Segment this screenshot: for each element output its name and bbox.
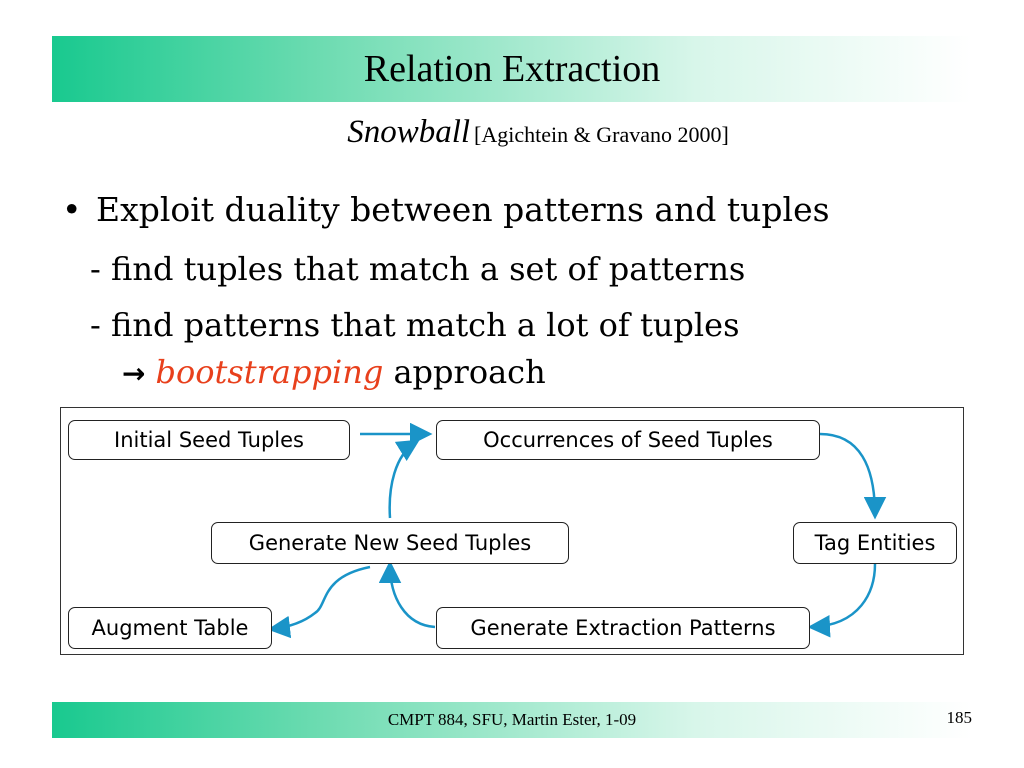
arrow-newseed-to-augment (267, 565, 371, 639)
node-generate-extraction-patterns: Generate Extraction Patterns (436, 607, 810, 649)
bullet-dot: • (62, 190, 82, 229)
arrow-newseed-to-occurrences (388, 439, 420, 519)
arrow-patterns-to-newseed (378, 560, 436, 629)
slide-title: Relation Extraction (363, 48, 661, 90)
arrow-tag-to-patterns (807, 563, 877, 638)
bullet-main: • Exploit duality between patterns and tu… (62, 188, 830, 232)
page-number: 185 (946, 708, 973, 727)
bootstrapping-line: → bootstrapping approach (122, 350, 546, 396)
right-arrow-icon: → (122, 357, 146, 390)
flow-arrows (267, 422, 887, 639)
accent-rest: approach (383, 353, 546, 391)
title-band (52, 36, 972, 102)
node-occurrences-of-seed-tuples: Occurrences of Seed Tuples (436, 420, 820, 460)
node-initial-seed-tuples: Initial Seed Tuples (68, 420, 350, 460)
node-generate-new-seed-tuples: Generate New Seed Tuples (211, 522, 569, 564)
subtitle-name: Snowball (347, 114, 471, 150)
arrow-occurrences-to-tag (819, 432, 887, 520)
accent-word: bootstrapping (155, 353, 384, 391)
sub-bullet-2: - find patterns that match a lot of tupl… (90, 306, 740, 344)
node-augment-table: Augment Table (68, 607, 272, 649)
bullet-main-text: Exploit duality between patterns and tup… (96, 190, 830, 229)
sub-bullet-1: - find tuples that match a set of patter… (90, 250, 746, 288)
diagram-frame (60, 407, 964, 655)
footer-text: CMPT 884, SFU, Martin Ester, 1-09 (387, 710, 637, 729)
subtitle-citation: [Agichtein & Gravano 2000] (474, 122, 729, 147)
footer-band (52, 702, 972, 738)
node-tag-entities: Tag Entities (793, 522, 957, 564)
slide-subtitle: Snowball [Agichtein & Gravano 2000] (0, 112, 1024, 158)
